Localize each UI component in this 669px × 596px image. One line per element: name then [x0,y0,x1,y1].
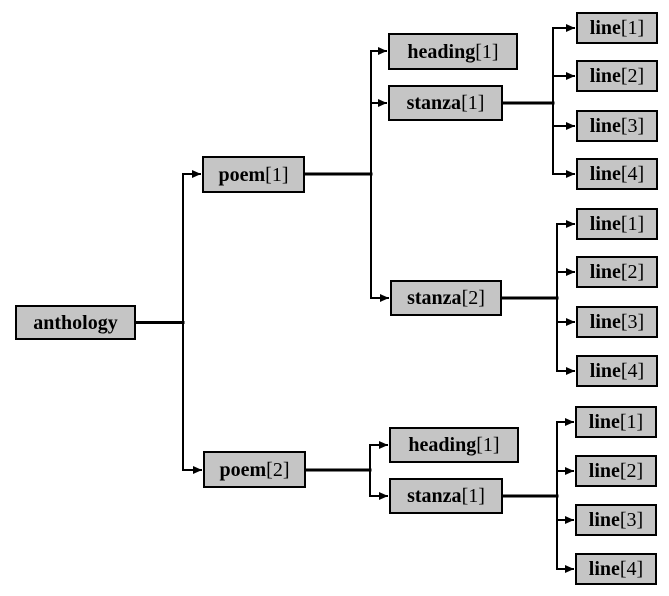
tree-node-poem1-stanza-2: stanza[2] [390,280,502,316]
node-label: line [589,65,621,87]
node-index: [1] [461,92,485,114]
tree-node-poem-1: poem[1] [202,156,305,193]
node-label: line [589,115,621,137]
node-label: heading [407,40,476,63]
node-index: [4] [620,360,645,382]
node-index: [1] [620,17,645,39]
node-label: line [589,163,621,185]
tree-node-poem1-heading-1: heading[1] [388,33,518,70]
node-index: [2] [619,460,644,482]
node-index: [3] [619,509,644,531]
edges-poem1 [303,47,389,302]
tree-node-poem1-stanza2-line-3: line[3] [576,306,658,338]
node-label: line [589,311,621,333]
tree-node-poem1-stanza2-line-1: line[1] [576,208,658,240]
tree-node-poem1-stanza1-line-4: line[4] [576,158,658,190]
node-index: [2] [620,261,645,283]
node-index: [1] [620,213,645,235]
node-label: line [589,261,621,283]
node-label: line [588,460,620,482]
edges-anthology [134,170,202,474]
node-label: line [589,213,621,235]
node-index: [2] [266,458,290,481]
node-label: line [589,360,621,382]
node-label: stanza [407,485,462,507]
node-index: [1] [476,434,500,456]
node-label: poem [219,458,267,481]
node-label: stanza [407,287,462,309]
tree-node-poem1-stanza1-line-3: line[3] [576,110,658,142]
tree-node-poem2-stanza1-line-3: line[3] [575,504,657,536]
node-index: [2] [461,287,485,309]
node-label: stanza [406,92,462,114]
node-index: [3] [620,311,645,333]
tree-node-poem1-stanza1-line-1: line[1] [576,12,658,44]
tree-node-poem-2: poem[2] [203,451,306,488]
tree-node-poem2-stanza1-line-4: line[4] [575,553,657,585]
tree-node-poem2-stanza1-line-2: line[2] [575,455,657,487]
tree-node-poem1-stanza2-line-4: line[4] [576,355,658,387]
tree-node-poem2-heading-1: heading[1] [389,427,519,463]
node-index: [4] [619,558,644,580]
tree-node-poem1-stanza1-line-2: line[2] [576,60,658,92]
edges-poem1-stanza1 [501,24,575,178]
tree-node-poem2-stanza1-line-1: line[1] [575,406,657,438]
tree-node-poem2-stanza-1: stanza[1] [389,478,503,514]
edges-poem2 [304,441,388,500]
node-index: [1] [461,485,485,507]
node-index: [1] [475,40,499,63]
tree-node-poem1-stanza2-line-2: line[2] [576,256,658,288]
node-label: line [589,17,621,39]
node-label: line [588,509,620,531]
node-label: heading [408,434,477,456]
edges-poem1-stanza2 [500,220,575,375]
node-label: anthology [33,311,118,334]
node-index: [1] [619,411,644,433]
tree-node-anthology: anthology [15,305,136,340]
node-index: [2] [620,65,645,87]
node-index: [4] [620,163,645,185]
node-label: line [588,558,620,580]
tree-node-poem1-stanza-1: stanza[1] [388,85,503,121]
node-label: poem [218,163,266,186]
node-index: [3] [620,115,645,137]
node-label: line [588,411,620,433]
node-index: [1] [265,163,289,186]
edges-poem2-stanza1 [501,418,574,573]
